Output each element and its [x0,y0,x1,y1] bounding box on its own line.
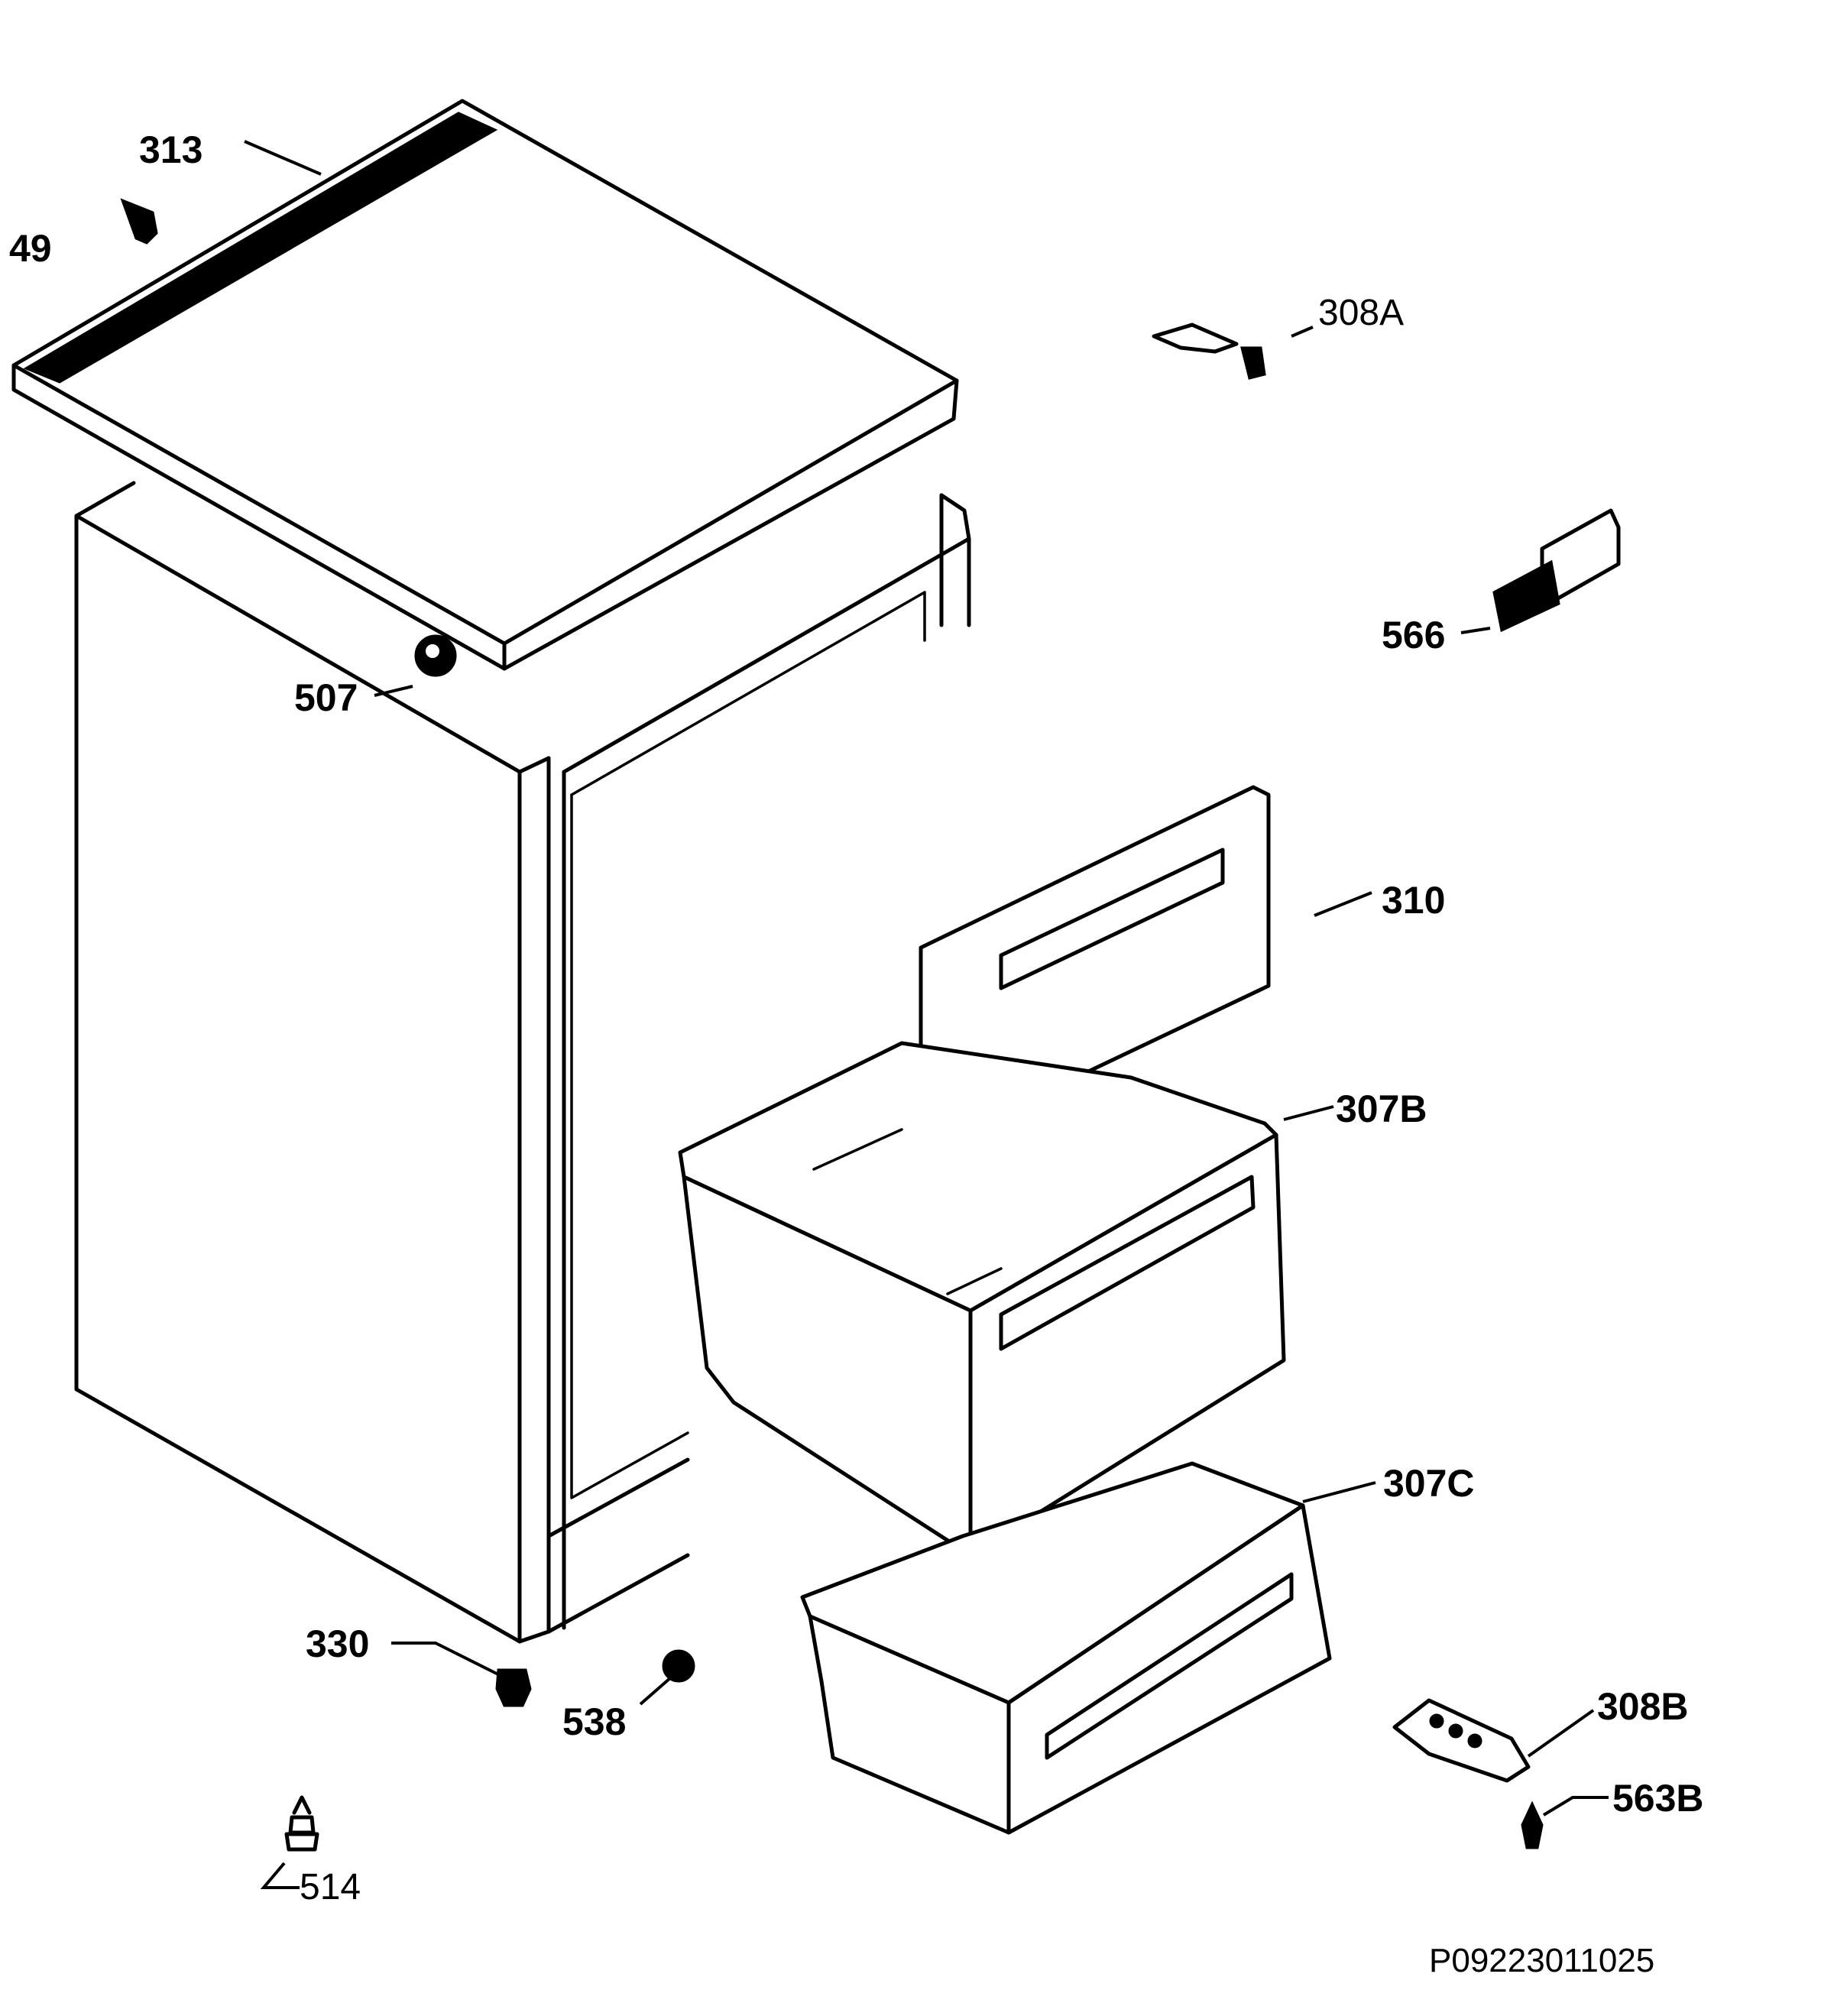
leader-307B [1283,1105,1334,1121]
leader-538 [639,1676,672,1706]
leader-307C [1302,1481,1376,1503]
nut-part-514 [284,1795,319,1852]
leader-313 [244,140,322,176]
screw-part-49 [120,198,158,245]
part-label-330: 330 [306,1622,369,1665]
part-label-308A: 308A [1318,293,1404,333]
cap-part-538 [662,1649,695,1683]
leader-563B [1542,1796,1609,1817]
part-label-538: 538 [562,1700,626,1743]
part-label-307B: 307B [1336,1087,1427,1130]
part-label-310: 310 [1382,879,1445,922]
drawer-part-307B [678,1041,1286,1557]
cabinet-body [74,481,971,1644]
hinge-part-308A [1152,322,1266,380]
leader-507 [374,685,413,697]
part-label-313: 313 [139,128,203,171]
leader-330 [391,1642,505,1679]
leader-308B [1527,1709,1595,1758]
screw-part-563B [1521,1800,1544,1849]
cap-part-507 [414,634,457,677]
hinge-part-308B [1392,1698,1531,1783]
leader-310 [1314,891,1372,917]
leader-308A [1291,326,1314,338]
leader-514 [260,1862,300,1889]
part-label-514: 514 [300,1867,361,1907]
part-label-308B: 308B [1597,1685,1689,1728]
part-label-307C: 307C [1383,1462,1475,1505]
leader-566 [1460,627,1491,634]
drawer-part-307C [800,1461,1332,1835]
leveling-foot-part-330 [495,1668,532,1707]
part-label-566: 566 [1382,614,1445,656]
handle-part-566 [1492,508,1621,633]
reference-code: P09223011025 [1429,1942,1654,1979]
part-label-49: 49 [9,227,52,270]
top-lid [11,99,959,671]
part-label-507: 507 [294,676,358,719]
part-label-563B: 563B [1612,1777,1704,1820]
